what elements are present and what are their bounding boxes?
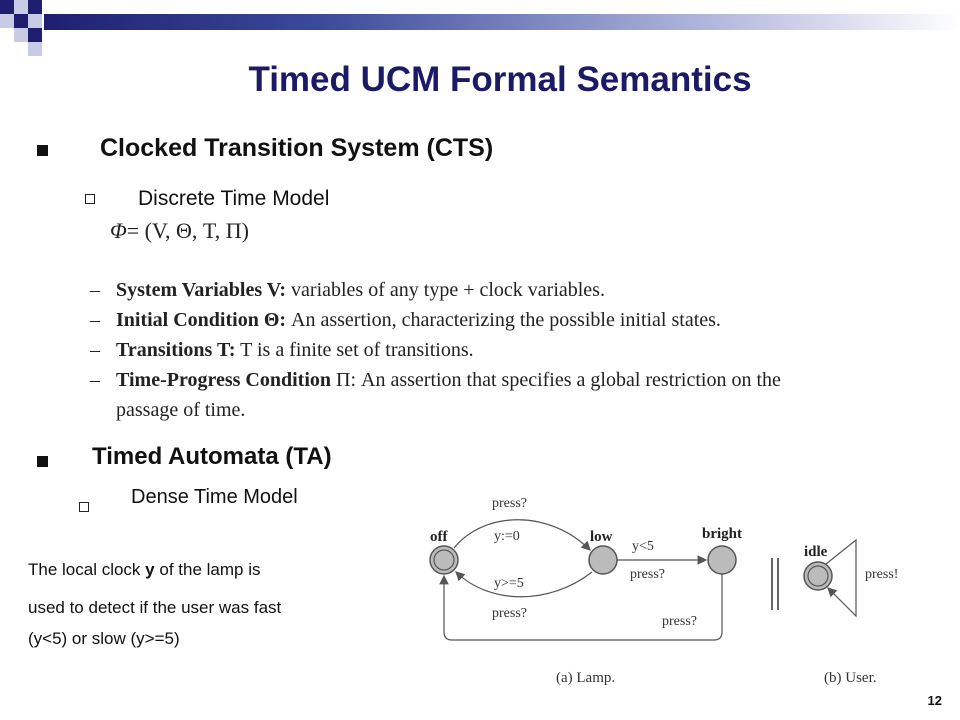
cts-formula: Φ= (V, Θ, T, Π) [110,218,249,244]
sub-bullet-square [79,502,89,512]
bullet-square [37,456,48,467]
note-line-2: used to detect if the user was fast [28,598,282,617]
deco-square-1 [0,0,14,14]
definition-text: Π: An assertion that specifies a global … [331,369,781,391]
cts-heading: Clocked Transition System (CTS) [100,134,494,162]
note-line-1: The local clock y of the lamp is [28,560,261,579]
edge-label-press-user: press! [865,567,898,582]
edge-idle-loop [825,538,857,618]
state-idle-label: idle [804,544,828,560]
definition-term: Transitions T: [116,339,236,361]
timed-automata-diagram: off low bright press? y:=0 y>=5 press? y… [429,496,898,686]
edge-off-low [453,519,591,551]
deco-square-6 [28,14,42,28]
ta-sub: Dense Time Model [131,486,298,508]
edge-label-press-top: press? [492,496,527,511]
state-low-label: low [590,529,613,545]
edge-label-lt5: y<5 [632,539,654,554]
definition-term: Initial Condition Θ: [116,309,287,331]
deco-square-8 [28,28,42,42]
state-bright-label: bright [702,526,742,542]
bullet-square [37,145,48,156]
caption-lamp: (a) Lamp. [556,670,615,686]
edge-label-press-return: press? [662,614,697,629]
state-idle [803,561,833,591]
state-bright [707,545,737,575]
edge-label-press-bottom: press? [492,606,527,621]
formula-phi: Φ [110,218,127,243]
state-low [588,545,618,575]
definition-item: –System Variables V: variables of any ty… [90,279,605,301]
edge-label-reset: y:=0 [494,529,520,544]
note-clock-var: y [145,560,155,579]
definition-term: Time-Progress Condition [116,369,332,391]
state-off-label: off [430,529,448,545]
definition-text: variables of any type + clock variables. [286,279,605,301]
slide-title: Timed UCM Formal Semantics [248,60,752,99]
edge-low-off [455,571,593,598]
page-number: 12 [927,693,942,708]
definition-continuation: passage of time. [116,399,246,421]
edge-label-geq5: y>=5 [494,576,524,591]
definition-item: –Initial Condition Θ: An assertion, char… [90,309,721,331]
definition-item: –Transitions T: T is a finite set of tra… [90,339,474,361]
definition-term: System Variables V: [116,279,287,301]
cts-definition-list: –System Variables V: variables of any ty… [90,275,960,425]
definition-item: –Time-Progress Condition Π: An assertion… [90,369,781,391]
deco-square-7 [14,28,28,42]
ta-heading: Timed Automata (TA) [92,443,332,470]
edge-bright-off [439,574,723,641]
deco-square-9 [28,42,42,56]
edge-label-press-mid: press? [630,567,665,582]
header-bar [44,14,960,30]
definition-text: T is a finite set of transitions. [235,339,474,361]
deco-square-5 [0,14,14,28]
deco-square-3 [28,0,42,14]
note-line-3: (y<5) or slow (y>=5) [28,629,180,648]
sub-bullet-square [85,194,95,204]
cts-sub: Discrete Time Model [138,187,330,210]
caption-user: (b) User. [824,670,877,686]
deco-square-2 [14,0,28,14]
state-off [429,545,459,575]
formula-rest: = (V, Θ, T, Π) [126,218,249,243]
definition-text: An assertion, characterizing the possibl… [286,309,721,331]
deco-square-4 [14,14,28,28]
